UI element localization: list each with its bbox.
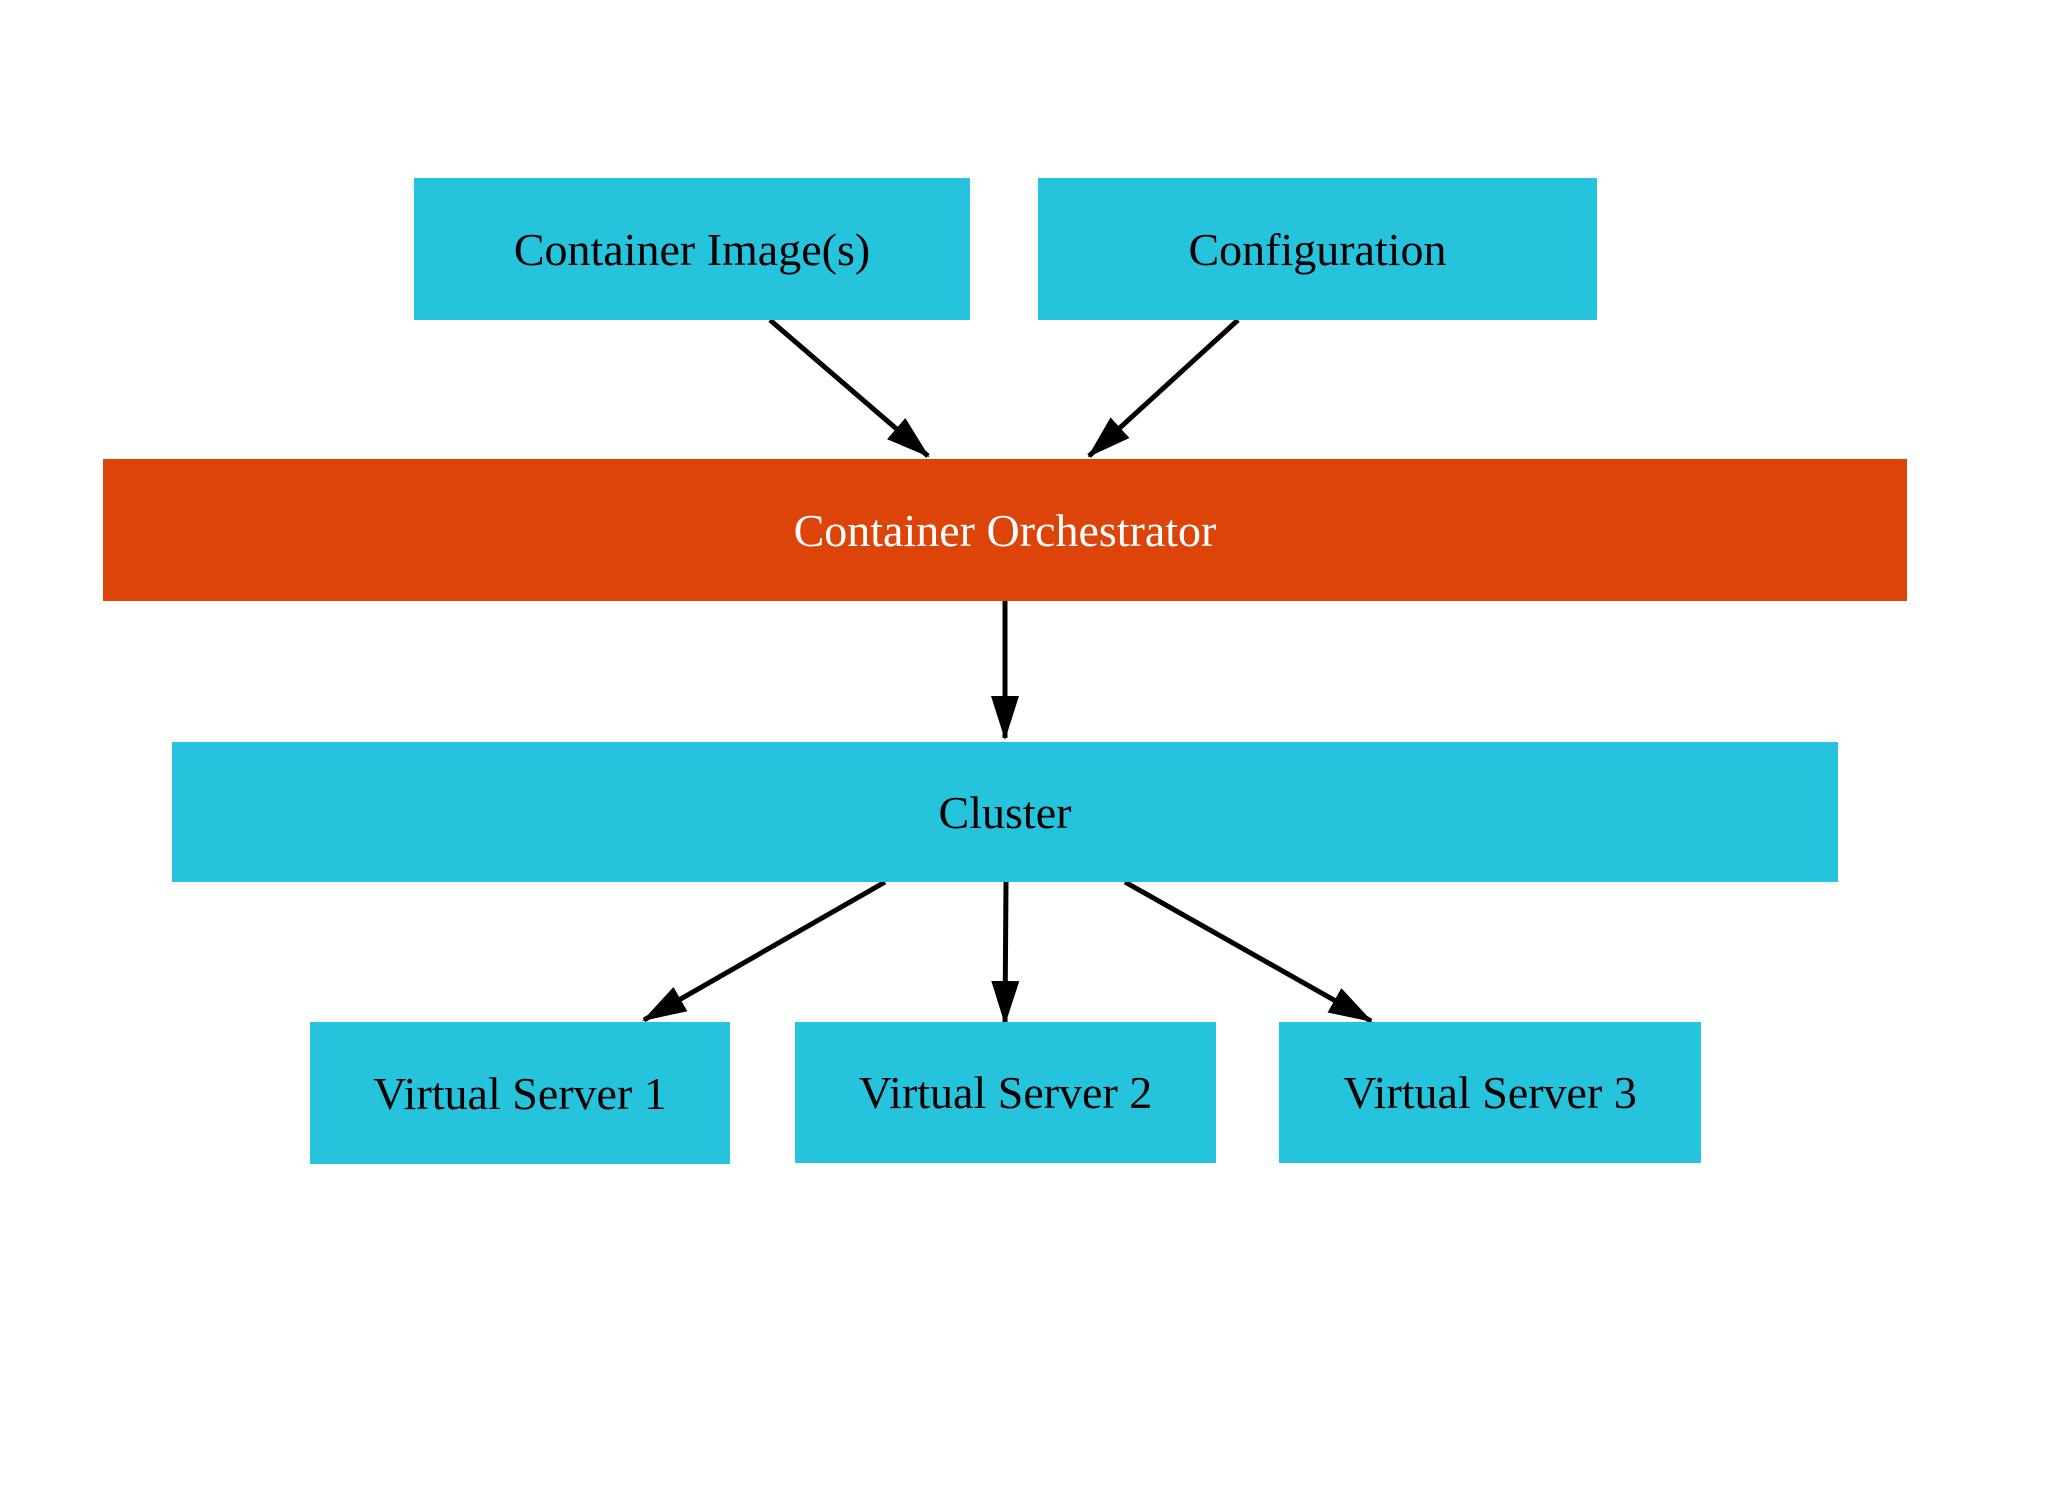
node-cluster: Cluster	[172, 742, 1838, 882]
node-virtual-server-2: Virtual Server 2	[795, 1022, 1216, 1163]
node-virtual-server-1: Virtual Server 1	[310, 1022, 730, 1164]
node-virtual-server-2-label: Virtual Server 2	[858, 1067, 1153, 1118]
edge-cluster-to-virtual-server-3-arrow	[1123, 879, 1373, 1024]
node-container-orchestrator: Container Orchestrator	[103, 459, 1907, 601]
edge-container-images-to-orchestrator-arrow	[768, 318, 930, 458]
node-virtual-server-3-label: Virtual Server 3	[1343, 1067, 1637, 1118]
node-container-images-label: Container Image(s)	[513, 223, 871, 275]
node-virtual-server-1-label: Virtual Server 1	[373, 1067, 667, 1119]
edge-configuration-to-orchestrator-arrow	[1087, 318, 1240, 458]
node-virtual-server-3: Virtual Server 3	[1279, 1022, 1701, 1163]
edge-cluster-to-virtual-server-2-arrow	[991, 881, 1020, 1025]
node-configuration: Configuration	[1038, 178, 1597, 320]
node-container-images: Container Image(s)	[414, 178, 970, 320]
node-cluster-label: Cluster	[938, 786, 1072, 838]
edge-cluster-to-virtual-server-1-arrow	[642, 879, 887, 1023]
node-container-orchestrator-label: Container Orchestrator	[793, 504, 1217, 556]
node-configuration-label: Configuration	[1188, 223, 1447, 275]
